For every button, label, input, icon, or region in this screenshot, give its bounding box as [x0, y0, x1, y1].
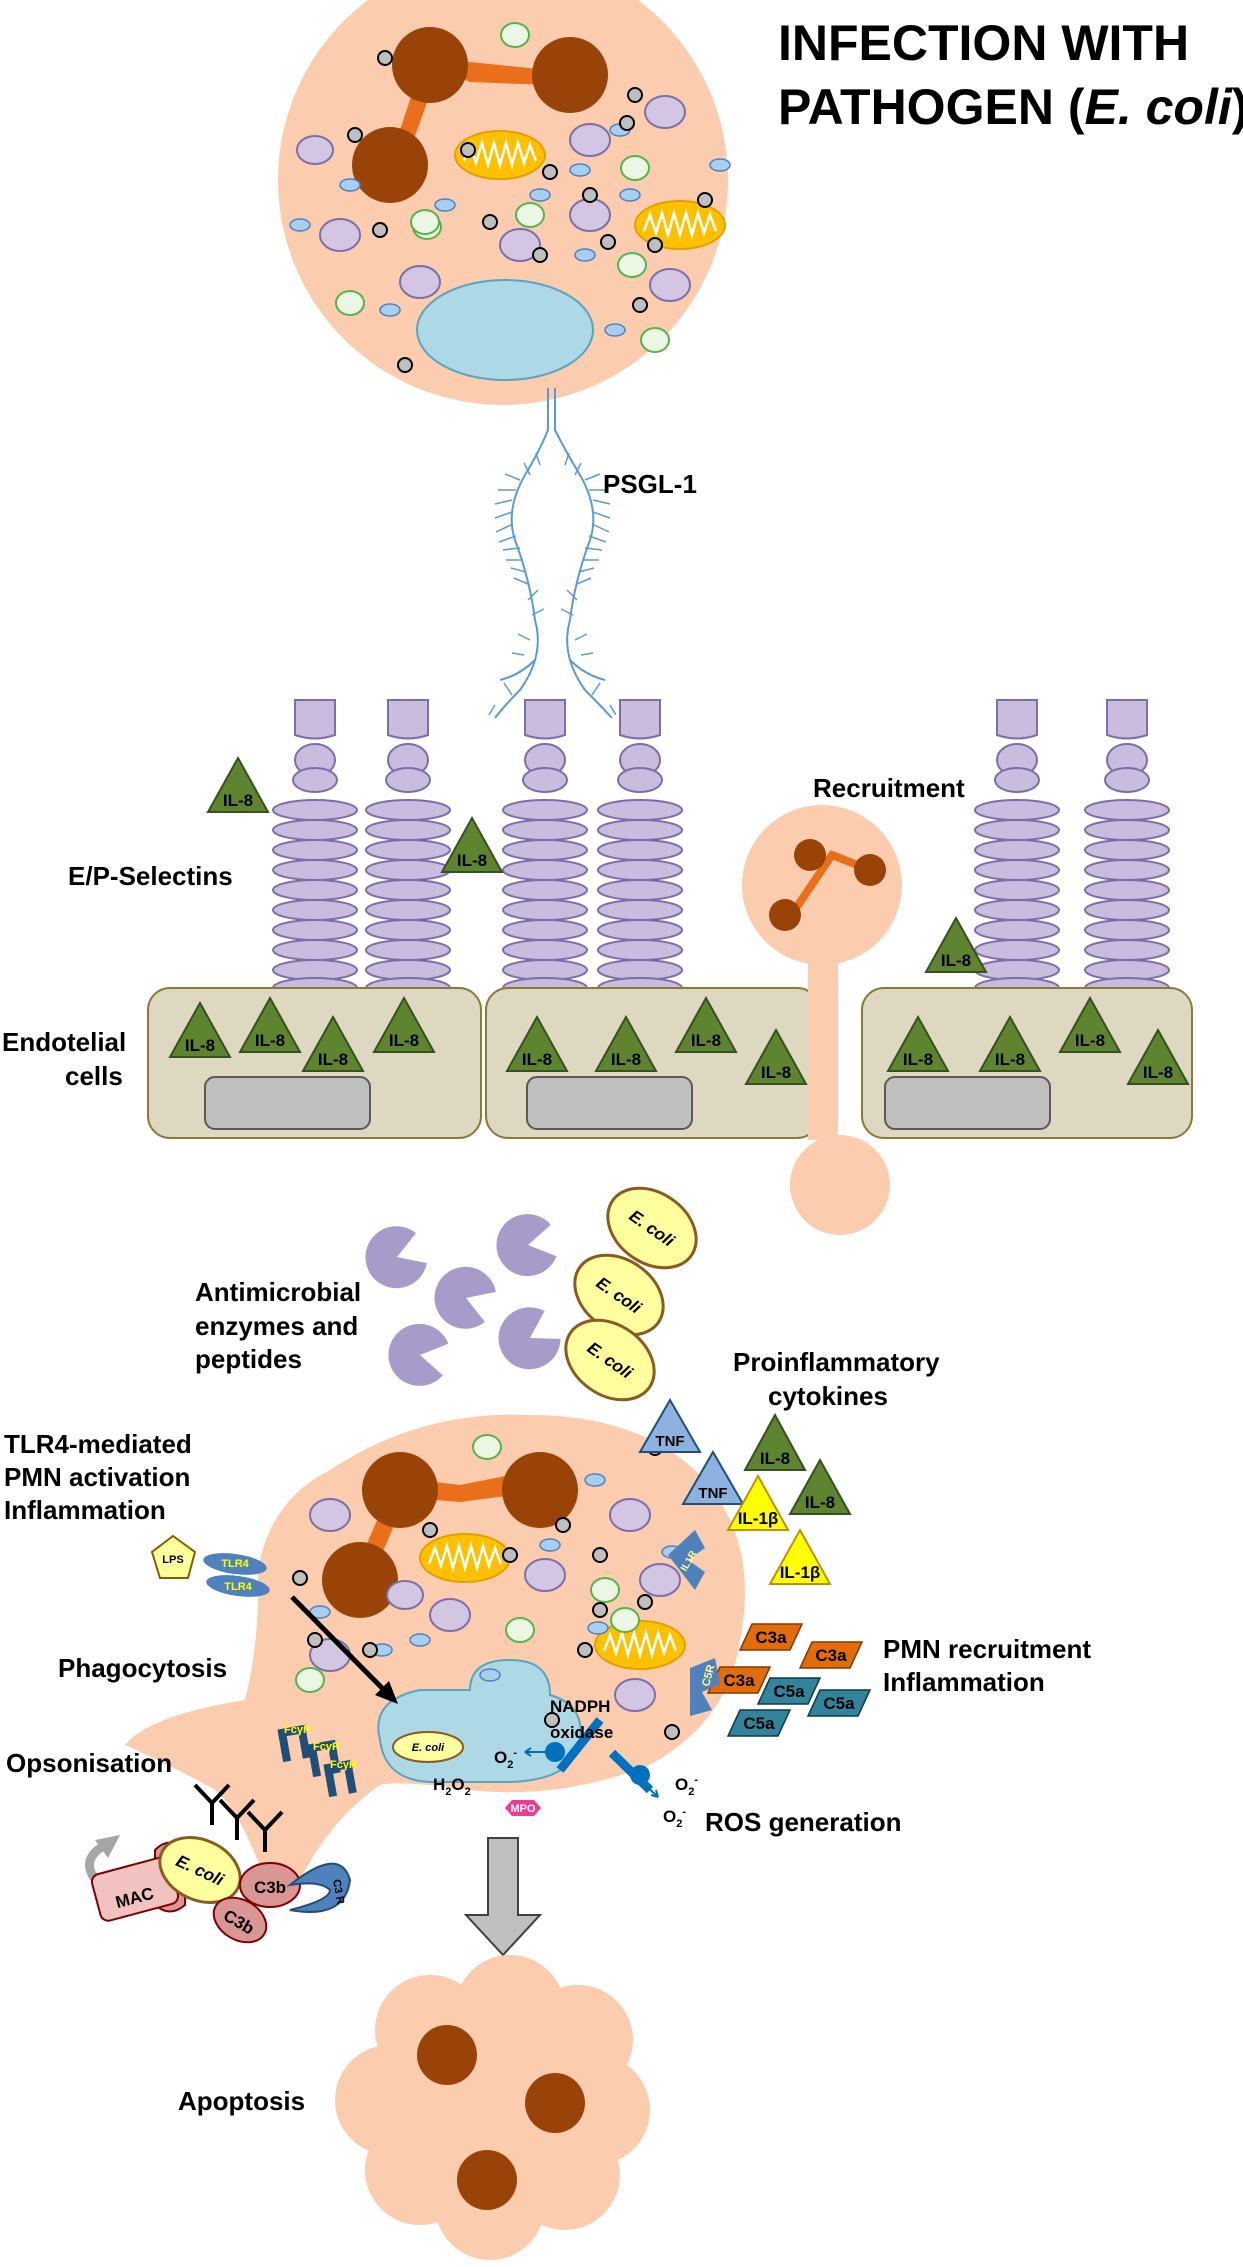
- endothelial-nucleus: [526, 1076, 693, 1130]
- activation-arrow: [290, 1595, 386, 1692]
- tlr4-label: TLR4: [224, 1581, 252, 1593]
- o2-label-outside-1: O2-: [675, 1774, 698, 1798]
- antibodies: [193, 1783, 284, 1852]
- il8-label: IL-8: [1143, 1063, 1173, 1082]
- activated-neutrophil: E. coli H2O2: [125, 1414, 745, 1895]
- ecoli-bacteria: E. coli E. coli E. coli: [564, 1186, 698, 1402]
- il1b-label: IL-1β: [780, 1563, 821, 1582]
- pmn-recruitment-label-line-1: PMN recruitment: [883, 1634, 1091, 1664]
- antimicrobial-label-line-2: enzymes and: [195, 1311, 358, 1341]
- c5a-label: C5a: [823, 1694, 855, 1713]
- selectins-group-1: [272, 699, 1170, 999]
- c5r-label: C5R: [700, 1663, 717, 1687]
- selectins-label: E/P-Selectins: [68, 861, 233, 891]
- antimicrobial-label-line-3: peptides: [195, 1344, 302, 1374]
- fcgr-label: FcγR: [313, 1741, 340, 1753]
- opsonised-ecoli-complex: [85, 1835, 352, 1944]
- proinflammatory-label-line-1: Proinflammatory: [733, 1347, 940, 1377]
- endothelial-nucleus: [204, 1076, 371, 1130]
- cytokine-molecules: [638, 1397, 852, 1590]
- engulfed-ecoli-label: E. coli: [412, 1742, 445, 1754]
- nucleus-fragment: [417, 2025, 477, 2085]
- il8-label: IL-8: [805, 1493, 835, 1512]
- psgl-1-label: PSGL-1: [603, 469, 697, 499]
- il8-label: IL-8: [691, 1031, 721, 1050]
- title-line-1: INFECTION WITH: [778, 15, 1189, 71]
- opsonisation-label: Opsonisation: [6, 1748, 172, 1778]
- il1b-label: IL-1β: [738, 1509, 779, 1528]
- o2-label-outside-2: O2-: [663, 1806, 686, 1830]
- nucleus-lobe: [502, 1452, 578, 1528]
- c3a-label: C3a: [723, 1671, 755, 1690]
- il8-label: IL-8: [185, 1036, 215, 1055]
- endothelial-label-line-1: Endotelial: [2, 1027, 126, 1057]
- apoptosis-arrow: [463, 1837, 543, 1957]
- fcgr-receptors: [277, 1724, 357, 1798]
- ros-generation-label: ROS generation: [705, 1807, 901, 1837]
- nadph-oxidase-membrane: [608, 1749, 659, 1798]
- o2-label-inside: O2-: [494, 1747, 517, 1771]
- nucleus-fragment: [457, 2150, 517, 2210]
- il8-label: IL-8: [611, 1050, 641, 1069]
- tlr4-label-line-2: PMN activation: [4, 1462, 190, 1492]
- nadph-label-line-2: oxidase: [550, 1723, 613, 1742]
- il8-label: IL-8: [995, 1050, 1025, 1069]
- nucleus-lobe: [362, 1452, 438, 1528]
- nucleus-lobe: [352, 127, 428, 203]
- il8-labels: IL-8 IL-8 IL-8 IL-8 IL-8 IL-8 IL-8 IL-8 …: [185, 791, 1173, 1082]
- nadph-label-line-1: NADPH: [550, 1697, 610, 1716]
- il8-label: IL-8: [761, 1063, 791, 1082]
- circulating-neutrophil: [278, 0, 731, 405]
- il8-label: IL-8: [941, 951, 971, 970]
- il8-label: IL-8: [1075, 1031, 1105, 1050]
- il8-label: IL-8: [389, 1031, 419, 1050]
- lps-tlr4: [150, 1534, 270, 1597]
- tnf-label: TNF: [655, 1433, 684, 1450]
- tlr4-label-line-1: TLR4-mediated: [4, 1429, 192, 1459]
- title-line-2: PATHOGEN (E. coli): [778, 79, 1243, 135]
- fcgr-label: FcγR: [330, 1759, 357, 1771]
- tlr4-label: TLR4: [221, 1558, 249, 1570]
- nucleus-vacuole: [416, 279, 594, 381]
- il8-label: IL-8: [760, 1449, 790, 1468]
- c5a-label: C5a: [773, 1682, 805, 1701]
- lps-label: LPS: [162, 1554, 183, 1566]
- endothelial-label-line-2: cells: [65, 1061, 123, 1091]
- nucleus-fragment: [525, 2073, 585, 2133]
- nucleus-lobe: [392, 27, 468, 103]
- c3b-label: C3b: [254, 1878, 286, 1897]
- il8-label: IL-8: [457, 851, 487, 870]
- nucleus-lobe: [322, 1542, 398, 1618]
- il8-label: IL-8: [223, 791, 253, 810]
- c3a-label: C3a: [815, 1646, 847, 1665]
- c3a-label: C3a: [755, 1628, 787, 1647]
- apoptosis-label: Apoptosis: [178, 2086, 305, 2116]
- recruitment-label: Recruitment: [813, 773, 965, 803]
- h2o2-label: H2O2: [433, 1775, 471, 1798]
- c3r-label: C3 R: [330, 1878, 346, 1905]
- il8-label: IL-8: [522, 1050, 552, 1069]
- proinflammatory-label-line-2: cytokines: [768, 1381, 888, 1411]
- tlr4-label-line-3: Inflammation: [4, 1495, 166, 1525]
- pmn-recruitment-label-line-2: Inflammation: [883, 1667, 1045, 1697]
- tnf-label: TNF: [698, 1485, 727, 1502]
- apoptotic-cell: [335, 1955, 650, 2260]
- mpo-label: MPO: [510, 1803, 536, 1815]
- fcgr-label: FcγR: [284, 1724, 311, 1736]
- nucleus-lobe: [532, 37, 608, 113]
- il8-molecules: [168, 755, 1190, 1085]
- endothelial-nucleus: [884, 1076, 1051, 1130]
- il8-label: IL-8: [318, 1050, 348, 1069]
- c5a-label: C5a: [743, 1714, 775, 1733]
- complement-fragments: [690, 1623, 872, 1737]
- phagocytosis-label: Phagocytosis: [58, 1653, 227, 1683]
- il8-label: IL-8: [903, 1050, 933, 1069]
- antimicrobial-enzymes: [356, 1209, 569, 1391]
- il8-label: IL-8: [255, 1031, 285, 1050]
- psgl-1-molecule: [488, 388, 617, 719]
- antimicrobial-label-line-1: Antimicrobial: [195, 1277, 361, 1307]
